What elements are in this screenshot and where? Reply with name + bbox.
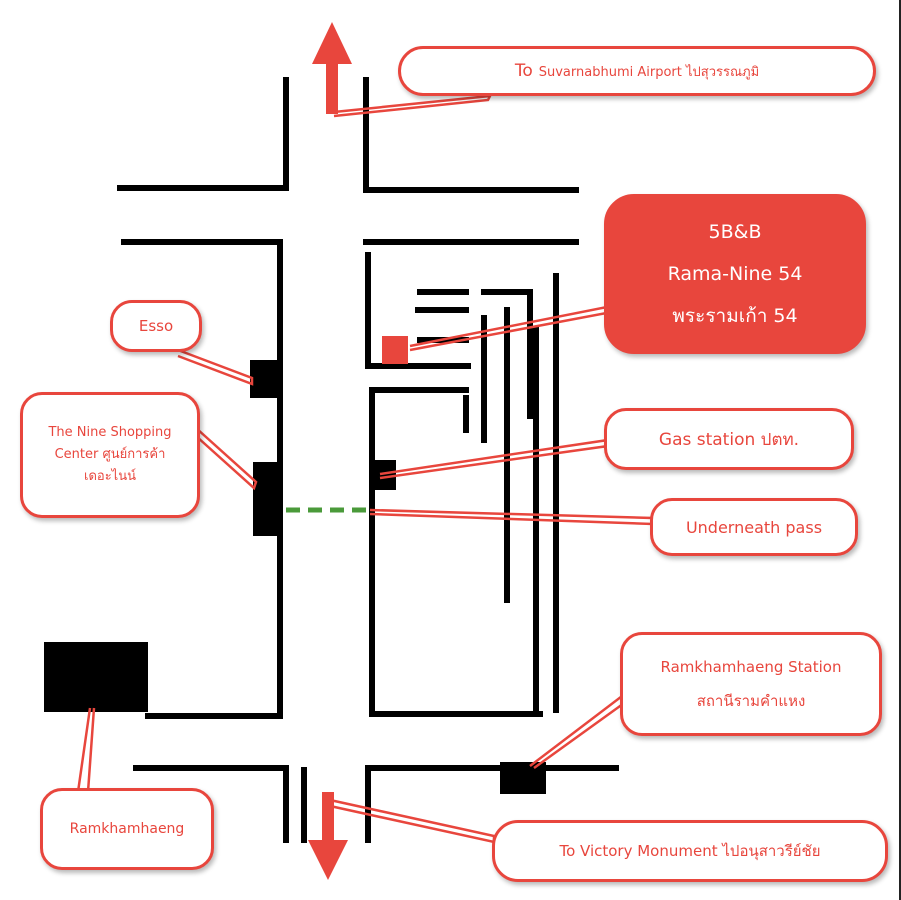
station-label-thai: สถานีรามคำแหง [696,692,806,710]
callout-ramkhamhaeng-station: Ramkhamhaeng Station สถานีรามคำแหง [620,632,882,736]
hotel-marker [382,336,408,364]
esso-building [250,360,282,398]
esso-label: Esso [138,317,174,335]
pointer-ramkhamhaeng [76,707,96,794]
airport-prefix: To [514,61,533,81]
pointer-victory [329,798,496,844]
gas-station-building [372,460,396,490]
callout-hotel: 5B&B Rama-Nine 54 พระรามเก้า 54 [604,194,866,354]
airport-label: Suvarnabhumi Airport ไปสุวรรณภูมิ [538,64,760,80]
gas-station-label: Gas station ปตท. [658,429,800,450]
nine-line1: The Nine Shopping [48,425,172,440]
road-east-inner [365,252,471,369]
frame-edge [899,0,901,900]
pointer-gas [379,438,610,480]
underpass-label: Underneath pass [685,517,823,537]
callout-esso: Esso [110,300,202,352]
ramkhamhaeng-label: Ramkhamhaeng [69,821,185,837]
pointer-underpass [369,508,654,526]
pointer-airport [333,94,493,118]
callout-underpass: Underneath pass [650,498,858,556]
pointer-station [529,688,636,770]
the-nine-building [253,462,283,536]
arrow-up-icon [312,22,352,114]
hotel-road: Rama-Nine 54 [667,263,803,285]
station-label: Ramkhamhaeng Station [660,658,842,676]
callout-airport: To Suvarnabhumi Airport ไปสุวรรณภูมิ [398,46,876,96]
pointer-nine [195,427,258,491]
victory-label: To Victory Monument ไปอนุสาวรีย์ชัย [559,842,821,860]
callout-ramkhamhaeng: Ramkhamhaeng [40,788,214,870]
pointer-esso [177,348,254,386]
soi-branch [481,289,533,419]
station-building [500,762,546,794]
road-east-block [369,387,543,717]
road-top-left [117,77,289,191]
callout-victory-monument: To Victory Monument ไปอนุสาวรีย์ชัย [492,820,888,882]
callout-gas-station: Gas station ปตท. [604,408,854,470]
road-top-right [363,77,579,193]
road-network [117,77,619,843]
ramkhamhaeng-building [44,642,148,712]
callout-the-nine: The Nine Shopping Center ศูนย์การค้า เดอ… [20,392,200,518]
hotel-name: 5B&B [708,221,762,243]
nine-line3: เดอะไนน์ [84,469,136,484]
arrow-down-icon [308,792,348,880]
nine-line2: Center ศูนย์การค้า [54,447,166,462]
road-bottom-left [133,765,289,843]
hotel-road-thai: พระรามเก้า 54 [672,305,798,327]
